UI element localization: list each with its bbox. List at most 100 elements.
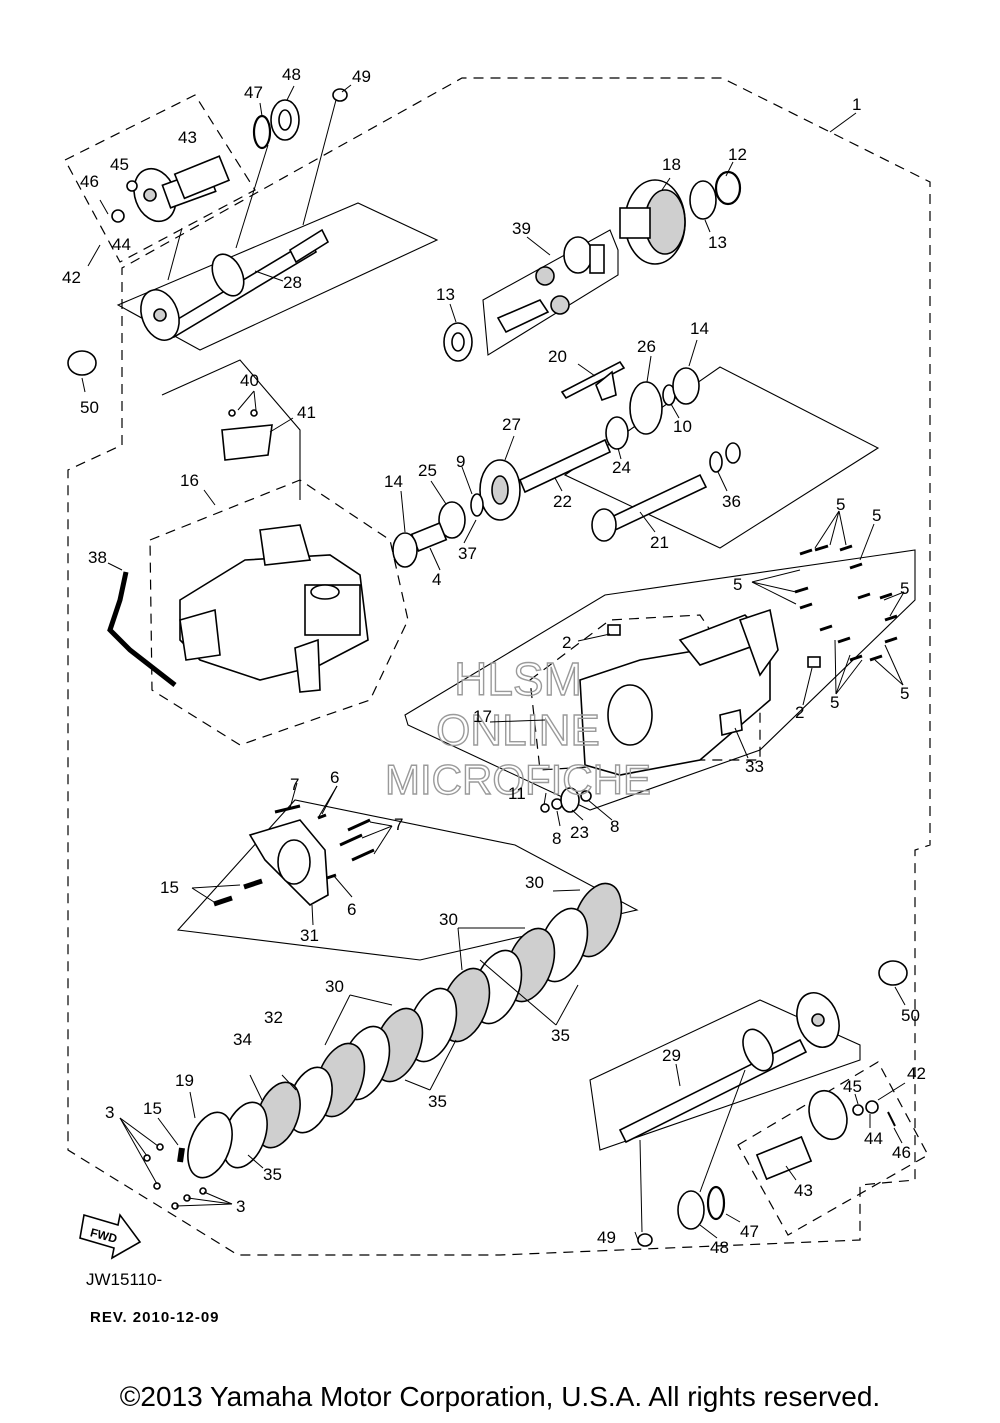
bolt-40a xyxy=(228,409,236,417)
callout: 23 xyxy=(570,823,589,842)
bolt-7-b xyxy=(339,833,363,847)
callout: 35 xyxy=(428,1092,447,1111)
washer-45-bottom xyxy=(852,1104,864,1116)
bearing-48-bottom xyxy=(677,1190,705,1230)
watermark-line-1: HLSM xyxy=(454,653,582,705)
callout: 13 xyxy=(436,285,455,304)
callout: 21 xyxy=(650,533,669,552)
callout: 48 xyxy=(710,1238,729,1257)
washer-11 xyxy=(540,803,550,813)
bolts-5 xyxy=(794,544,898,662)
callout: 7 xyxy=(290,775,299,794)
callout: 31 xyxy=(300,926,319,945)
clutch-cover-31 xyxy=(248,819,329,906)
gear-23 xyxy=(560,787,580,813)
circlip-47-bottom xyxy=(706,1185,726,1221)
callout: 49 xyxy=(352,67,371,86)
circlip-47-top xyxy=(252,114,272,150)
hub-kit-box-top xyxy=(64,94,256,263)
callout: 16 xyxy=(180,471,199,490)
clutch-cover-box xyxy=(176,799,639,961)
cap-50-bottom xyxy=(878,960,908,986)
callout: 44 xyxy=(864,1129,883,1148)
callout: 49 xyxy=(597,1228,616,1247)
callout: 39 xyxy=(512,219,531,238)
bearing-48-top-inner xyxy=(278,109,292,131)
callout: 35 xyxy=(263,1165,282,1184)
callout: 5 xyxy=(733,575,742,594)
collar-43-top xyxy=(173,155,231,200)
left-case-bracket-box xyxy=(161,359,301,500)
gear-21-end xyxy=(591,508,617,542)
callout: 5 xyxy=(900,684,909,703)
assembly-boundary xyxy=(67,77,931,1256)
drive-shaft-29 xyxy=(618,992,840,1144)
callout: 43 xyxy=(178,128,197,147)
bracket-33 xyxy=(719,708,743,737)
callout: 33 xyxy=(745,757,764,776)
callout: 25 xyxy=(418,461,437,480)
bolt-6-top xyxy=(317,813,327,820)
callout: 27 xyxy=(502,415,521,434)
o-ring-12 xyxy=(714,170,742,206)
shaft-21 xyxy=(603,473,708,534)
callout: 5 xyxy=(900,579,909,598)
hub-flange-bottom xyxy=(808,1089,848,1141)
callout: 34 xyxy=(233,1030,252,1049)
callout: 10 xyxy=(673,417,692,436)
callout: 50 xyxy=(80,398,99,417)
left-case-boundary xyxy=(149,479,409,746)
callout: 30 xyxy=(325,977,344,996)
revision-date: REV. 2010-12-09 xyxy=(90,1309,220,1326)
callout: 35 xyxy=(551,1026,570,1045)
callout: 2 xyxy=(562,633,571,652)
callout: 8 xyxy=(610,817,619,836)
callout: 14 xyxy=(690,319,709,338)
callout: 1 xyxy=(852,95,861,114)
callout: 8 xyxy=(552,829,561,848)
hub-kit-box-bottom xyxy=(737,1061,929,1236)
bolt-7-c xyxy=(351,848,375,862)
right-case-box xyxy=(404,549,916,811)
shaft-group-box-bottom xyxy=(589,999,861,1151)
callout: 17 xyxy=(473,707,492,726)
callout: 45 xyxy=(110,155,129,174)
watermark: HLSM ONLINE MICROFICHE xyxy=(384,652,651,803)
callout: 47 xyxy=(244,83,263,102)
plug-2-right xyxy=(807,656,821,668)
bearing-14-bottom xyxy=(392,532,418,568)
drawing-code: JW15110- xyxy=(86,1270,163,1289)
right-transmission-case-17 xyxy=(579,608,779,776)
callout: 28 xyxy=(283,273,302,292)
shift-rod-20 xyxy=(560,360,626,400)
callout: 26 xyxy=(637,337,656,356)
callout: 14 xyxy=(384,472,403,491)
pin-46-top xyxy=(99,199,109,215)
washer-45-top xyxy=(126,180,138,192)
right-case-inner-box xyxy=(529,614,761,771)
bolt-7-a xyxy=(347,818,371,832)
callout: 15 xyxy=(160,878,179,897)
callout: 32 xyxy=(264,1008,283,1027)
callout: 2 xyxy=(795,703,804,722)
pin-46-bottom xyxy=(887,1111,896,1127)
copyright-notice: ©2013 Yamaha Motor Corporation, U.S.A. A… xyxy=(119,1381,881,1412)
callout: 4 xyxy=(432,570,441,589)
callout: 5 xyxy=(872,506,881,525)
differential-gears-39 xyxy=(496,236,605,334)
bearing-13-right xyxy=(689,180,717,220)
ring-gear-18 xyxy=(619,179,686,265)
fwd-label: FWD xyxy=(89,1225,119,1246)
callout: 36 xyxy=(722,492,741,511)
callout: 6 xyxy=(330,768,339,787)
callout: 30 xyxy=(439,910,458,929)
callout: 38 xyxy=(88,548,107,567)
plate-19 xyxy=(187,1111,233,1179)
gear-25 xyxy=(438,501,466,539)
bearing-14-top xyxy=(672,367,700,405)
callout: 11 xyxy=(508,784,526,803)
callout: 13 xyxy=(708,233,727,252)
callout: 40 xyxy=(240,371,259,390)
callout: 29 xyxy=(662,1046,681,1065)
callout: 6 xyxy=(347,900,356,919)
